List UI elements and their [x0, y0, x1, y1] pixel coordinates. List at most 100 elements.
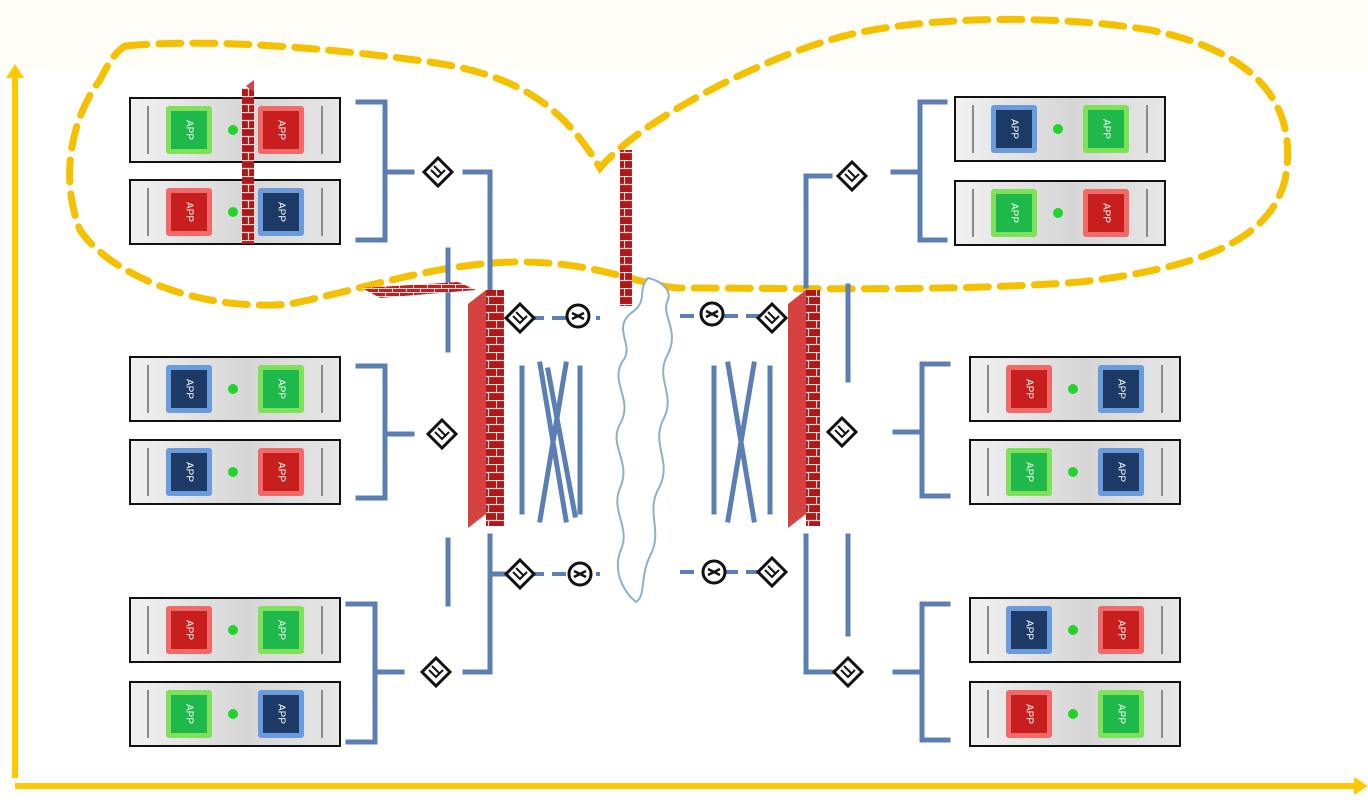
app-label: APP [1100, 119, 1111, 139]
status-led [228, 384, 238, 394]
app-icon-blue: APP [991, 105, 1037, 153]
switch-icon [503, 301, 537, 335]
uplink-left-bottom [462, 533, 493, 675]
axis-arrows [6, 64, 1368, 795]
firewall-wall [806, 290, 820, 526]
router-icon [699, 301, 725, 327]
uplink-right-bottom [803, 533, 835, 675]
status-led [228, 625, 238, 635]
firewall-icon [620, 150, 632, 306]
router-icon [565, 303, 591, 329]
bracket-right-top [890, 99, 948, 243]
switch-glyph [434, 427, 450, 441]
app-icon-red: APP [1006, 690, 1052, 738]
app-icon-fill [996, 110, 1032, 148]
app-label: APP [1008, 119, 1019, 139]
status-led [228, 125, 238, 135]
switch-glyph [430, 165, 446, 179]
status-led [1068, 625, 1078, 635]
firewalls [242, 80, 820, 528]
status-led [1053, 208, 1063, 218]
app-icon-fill [263, 453, 299, 491]
switch-icon [419, 655, 453, 689]
app-icon-fill [1103, 611, 1139, 649]
app-icon-fill [996, 194, 1032, 232]
vertical-axis-arrowhead [6, 64, 24, 78]
server-left-bottom-1: APP APP [129, 597, 341, 663]
app-icon-fill [171, 370, 207, 408]
switch-glyph [764, 311, 780, 325]
app-label: APP [183, 620, 194, 640]
firewall-face [788, 290, 806, 528]
app-icon-blue: APP [258, 188, 304, 236]
network-devices [419, 155, 869, 689]
app-icon-fill [263, 695, 299, 733]
horizontal-axis-arrowhead [1354, 777, 1368, 795]
app-icon-fill [1103, 453, 1139, 491]
cloud-icon [615, 276, 673, 604]
app-icon-fill [1011, 695, 1047, 733]
app-icon-fill [171, 453, 207, 491]
app-icon-blue: APP [258, 690, 304, 738]
server-right-bottom-1: APP APP [969, 597, 1181, 663]
app-icon-fill [1103, 695, 1139, 733]
app-icon-red: APP [1006, 365, 1052, 413]
status-led [228, 467, 238, 477]
app-icon-fill [263, 611, 299, 649]
app-label: APP [183, 379, 194, 399]
firewall-wall [620, 150, 632, 306]
app-label: APP [183, 704, 194, 724]
switch-body [755, 555, 789, 589]
switch-icon [835, 159, 869, 193]
switch-body [425, 417, 459, 451]
switch-body [421, 155, 455, 189]
app-icon-fill [1011, 370, 1047, 408]
app-icon-green: APP [1098, 690, 1144, 738]
mesh-links-right [711, 361, 773, 523]
app-label: APP [1115, 704, 1126, 724]
top-strip [0, 0, 1368, 70]
status-led [1068, 709, 1078, 719]
uplink-right-top [803, 173, 833, 289]
bracket-right-middle [892, 361, 951, 499]
switch-body [831, 655, 865, 689]
switch-icon [825, 415, 859, 449]
firewall-icon [468, 290, 504, 528]
app-icon-fill [171, 611, 207, 649]
app-icon-fill [171, 111, 207, 149]
switch-glyph [512, 567, 528, 581]
uplink-left-top [462, 169, 493, 291]
security-zone-outline [66, 15, 1292, 309]
switch-glyph [840, 665, 856, 679]
switch-body [503, 557, 537, 591]
network-links [345, 99, 951, 745]
app-icon-red: APP [258, 448, 304, 496]
app-icon-red: APP [166, 188, 212, 236]
app-label: APP [1023, 462, 1034, 482]
status-led [1053, 124, 1063, 134]
app-icon-green: APP [991, 189, 1037, 237]
switch-glyph [428, 665, 444, 679]
app-label: APP [1100, 203, 1111, 223]
switch-body [419, 655, 453, 689]
switch-body [755, 301, 789, 335]
app-label: APP [1023, 379, 1034, 399]
app-label: APP [1115, 620, 1126, 640]
app-label: APP [1023, 704, 1034, 724]
bracket-left-middle [355, 363, 415, 501]
mesh-links-left [519, 361, 583, 523]
app-icon-green: APP [258, 606, 304, 654]
status-led [1068, 384, 1078, 394]
firewall-icon [362, 282, 476, 298]
router-glyph [573, 569, 587, 579]
server-left-top-2: APP APP [129, 179, 341, 245]
app-icon-fill [1011, 453, 1047, 491]
router-icon [567, 561, 593, 587]
status-led [1068, 467, 1078, 477]
app-icon-blue: APP [1006, 606, 1052, 654]
app-icon-red: APP [1098, 606, 1144, 654]
